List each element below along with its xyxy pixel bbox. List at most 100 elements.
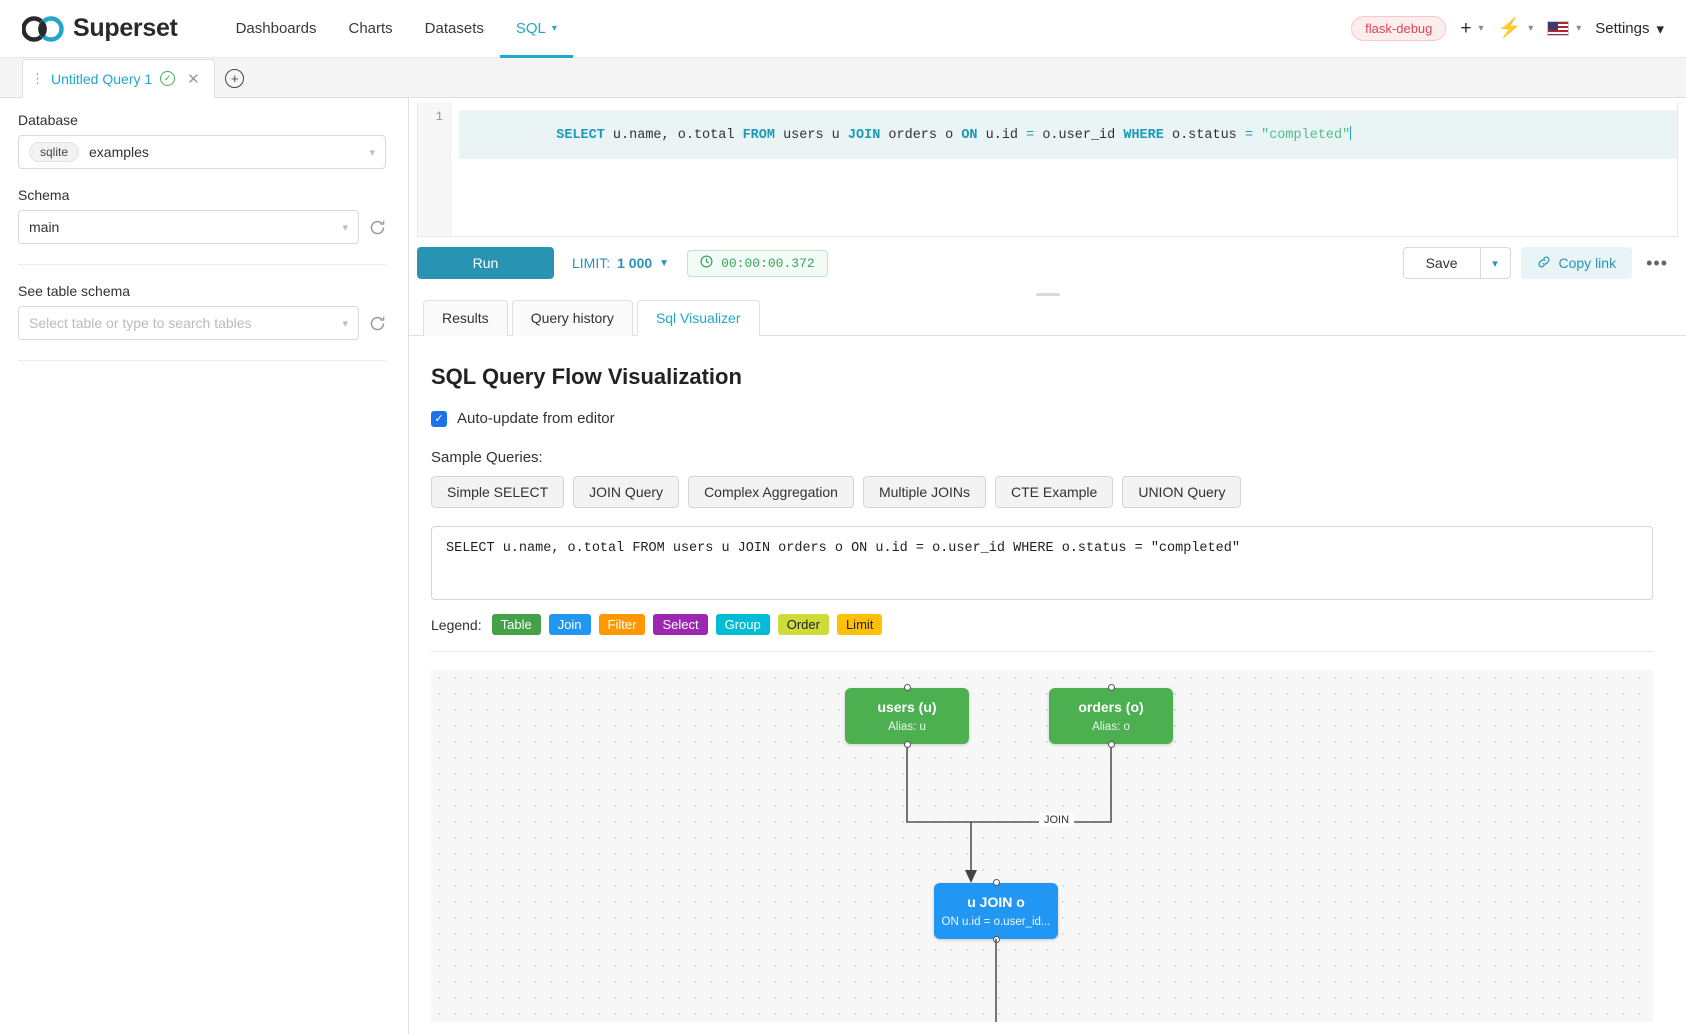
flow-node-orders[interactable]: orders (o) Alias: o <box>1049 684 1173 748</box>
nav-item-dashboards[interactable]: Dashboards <box>220 0 333 57</box>
chevron-down-icon: ▾ <box>1478 23 1484 34</box>
legend-chip-order: Order <box>777 614 829 635</box>
save-button-group: Save ▾ <box>1402 247 1511 279</box>
schema-label: Schema <box>18 187 70 203</box>
tab-query-history[interactable]: Query history <box>511 300 633 336</box>
legend-chip-group: Group <box>715 614 770 635</box>
flow-node-join[interactable]: u JOIN o ON u.id = o.user_id... <box>934 879 1058 943</box>
page-title: SQL Query Flow Visualization <box>431 364 742 389</box>
table-search-select[interactable]: Select table or type to search tables ▾ <box>18 306 359 340</box>
legend-label: Legend: <box>431 616 482 633</box>
add-query-tab-button[interactable]: + <box>215 59 255 98</box>
nav-item-sql[interactable]: SQL ▾ <box>499 0 573 58</box>
flow-node-title: orders (o) <box>1078 699 1144 715</box>
drag-handle-icon[interactable]: ⋮ <box>31 70 44 86</box>
link-icon <box>1537 255 1551 272</box>
main-nav-links: Dashboards Charts Datasets SQL ▾ <box>220 0 573 58</box>
sample-button-simple-select[interactable]: Simple SELECT <box>431 476 565 508</box>
chevron-down-icon: ▼ <box>659 257 670 269</box>
tab-sql-visualizer[interactable]: Sql Visualizer <box>636 300 760 336</box>
plus-circle-icon: + <box>225 69 245 88</box>
sample-button-union-query[interactable]: UNION Query <box>1122 476 1242 508</box>
flow-node-title: users (u) <box>877 699 937 715</box>
flow-node-subtitle: ON u.id = o.user_id... <box>941 916 1051 928</box>
result-tab-bar: Results Query history Sql Visualizer <box>409 299 1686 336</box>
node-handle-top[interactable] <box>903 684 911 691</box>
query-tab-untitled-query-1[interactable]: ⋮ Untitled Query 1 ✓ ✕ <box>22 59 215 98</box>
panel-divider-bottom <box>18 360 386 361</box>
node-handle-bottom[interactable] <box>1107 741 1115 748</box>
nav-label-charts: Charts <box>348 20 393 37</box>
legend-chip-limit: Limit <box>836 614 883 635</box>
auto-update-row: ✓ Auto-update from editor <box>431 410 1664 427</box>
save-button[interactable]: Save <box>1402 247 1481 279</box>
copy-link-button[interactable]: Copy link <box>1520 247 1633 279</box>
limit-dropdown[interactable]: LIMIT: 1 000 ▼ <box>572 255 669 271</box>
run-query-button[interactable]: Run <box>417 247 554 279</box>
sql-ace-editor[interactable]: 1 SELECT u.name, o.total FROM users u JO… <box>417 102 1678 237</box>
copy-link-label: Copy link <box>1558 255 1617 271</box>
chevron-down-icon: ▾ <box>342 221 348 234</box>
database-field-group: Database sqlite examples ▾ <box>18 112 386 169</box>
query-flow-canvas[interactable]: users (u) Alias: u orders (o) Alias: o J… <box>431 670 1653 1022</box>
new-item-button[interactable]: + ▾ <box>1460 19 1483 38</box>
database-select[interactable]: sqlite examples ▾ <box>18 135 386 169</box>
auto-update-checkbox[interactable]: ✓ <box>431 410 447 427</box>
query-tab-label: Untitled Query 1 <box>51 70 153 87</box>
node-handle-bottom[interactable] <box>903 741 911 748</box>
refresh-tables-icon[interactable] <box>369 315 386 332</box>
chevron-down-icon: ▾ <box>551 23 557 34</box>
query-tab-bar: ⋮ Untitled Query 1 ✓ ✕ + <box>0 58 1686 98</box>
chevron-down-icon: ▾ <box>342 317 348 330</box>
node-handle-top[interactable] <box>1107 684 1115 691</box>
chevron-down-icon: ▾ <box>369 146 375 159</box>
chevron-down-icon: ▾ <box>1528 23 1534 34</box>
legend-chip-join: Join <box>548 614 591 635</box>
language-selector[interactable]: ▾ <box>1547 21 1581 36</box>
edge-label-join: JOIN <box>1039 813 1075 827</box>
sample-button-multiple-joins[interactable]: Multiple JOINs <box>862 476 986 508</box>
table-search-placeholder: Select table or type to search tables <box>29 315 252 331</box>
schema-selected-value: main <box>29 219 60 235</box>
sample-button-complex-aggregation[interactable]: Complex Aggregation <box>688 476 854 508</box>
node-handle-bottom[interactable] <box>992 936 1000 943</box>
sample-button-join-query[interactable]: JOIN Query <box>573 476 680 508</box>
nav-label-sql: SQL <box>515 20 546 37</box>
nav-item-charts[interactable]: Charts <box>332 0 408 57</box>
query-timer: 00:00:00.372 <box>687 249 828 277</box>
visualizer-sql-input[interactable] <box>431 526 1653 600</box>
timer-value: 00:00:00.372 <box>721 255 815 271</box>
limit-value: 1 000 <box>617 255 653 271</box>
top-navigation-bar: Superset Dashboards Charts Datasets SQL … <box>0 0 1686 58</box>
sample-button-cte-example[interactable]: CTE Example <box>994 476 1114 508</box>
settings-label: Settings <box>1595 20 1650 37</box>
node-handle-top[interactable] <box>992 879 1000 886</box>
nav-item-datasets[interactable]: Datasets <box>409 0 500 57</box>
schema-select[interactable]: main ▾ <box>18 210 359 244</box>
tab-results[interactable]: Results <box>423 300 508 336</box>
panel-resize-handle[interactable] <box>409 289 1686 299</box>
settings-menu[interactable]: Settings ▾ <box>1595 20 1664 38</box>
panel-divider <box>18 264 386 265</box>
close-icon[interactable]: ✕ <box>187 70 200 88</box>
clock-icon <box>700 255 713 272</box>
sample-queries-label: Sample Queries: <box>431 449 543 466</box>
flow-edges <box>906 746 1112 883</box>
save-dropdown-chevron-down-icon[interactable]: ▾ <box>1480 247 1511 279</box>
see-table-schema-label: See table schema <box>18 283 131 299</box>
brand-logo-group[interactable]: Superset <box>22 14 178 43</box>
bolt-menu-button[interactable]: ⚡ ▾ <box>1498 19 1534 38</box>
nav-right-group: flask-debug + ▾ ⚡ ▾ ▾ Settings ▾ <box>1351 16 1664 41</box>
database-selected-value: examples <box>89 144 149 160</box>
editor-gutter: 1 <box>418 102 451 236</box>
database-engine-pill: sqlite <box>29 142 80 162</box>
line-number: 1 <box>435 110 443 124</box>
left-query-panel: Database sqlite examples ▾ Schema main ▾ <box>0 98 409 1034</box>
flow-node-title: u JOIN o <box>967 894 1025 910</box>
flow-node-subtitle: Alias: u <box>888 721 926 733</box>
flow-node-users[interactable]: users (u) Alias: u <box>845 684 969 748</box>
editor-code-area[interactable]: SELECT u.name, o.total FROM users u JOIN… <box>451 102 1677 236</box>
toolbar-right-group: Save ▾ Copy link ••• <box>1402 247 1672 279</box>
refresh-schema-icon[interactable] <box>369 219 386 236</box>
more-options-icon[interactable]: ••• <box>1646 252 1668 273</box>
